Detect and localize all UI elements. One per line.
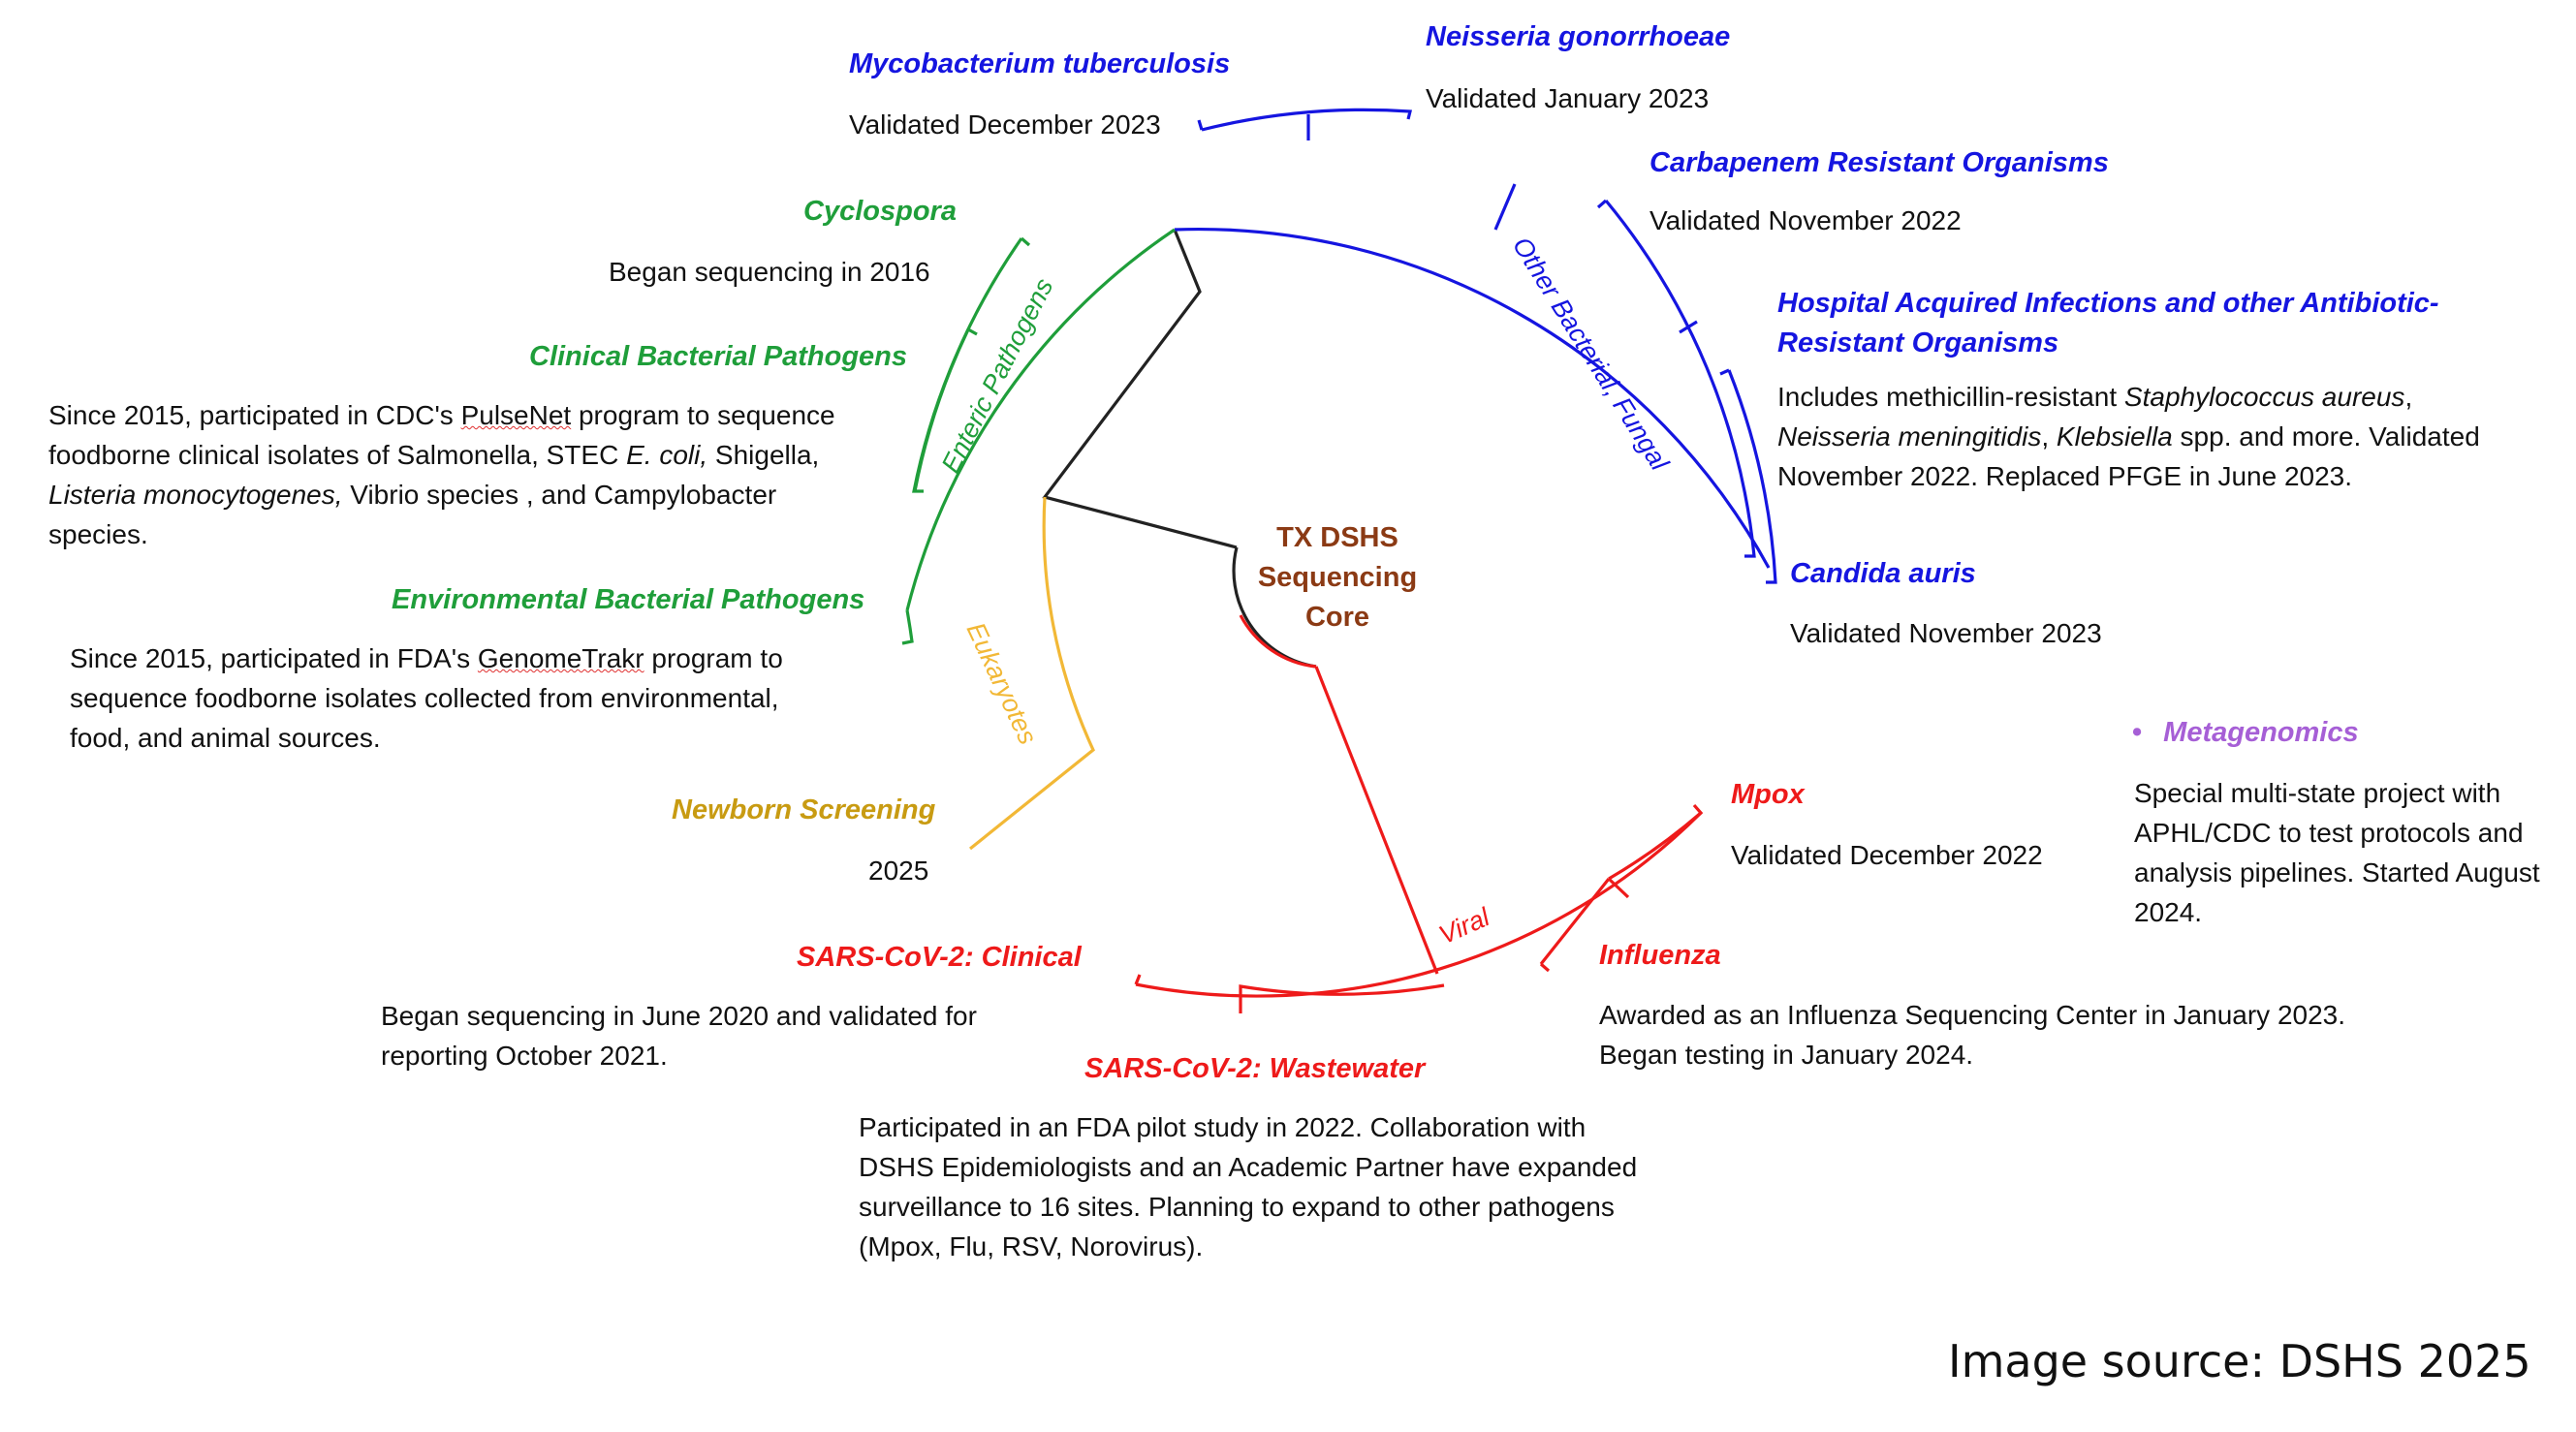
label-other-bacterial-fungal: Other Bacterial, Fungal — [1507, 232, 1675, 476]
label-eukaryotes: Eukaryotes — [961, 618, 1043, 749]
sars-clinical-title: SARS-CoV-2: Clinical — [797, 942, 1082, 973]
hai-desc: Includes methicillin-resistant Staphyloc… — [1777, 382, 2480, 491]
influenza-desc: Awarded as an Influenza Sequencing Cente… — [1599, 1000, 2346, 1070]
arc-hai — [1727, 369, 1777, 584]
arc-mtb-ng — [1201, 108, 1413, 132]
tick-cro — [1679, 320, 1698, 334]
leaf-cro — [1596, 199, 1608, 209]
leaf-cyclospora — [1020, 236, 1031, 247]
hai-title: Hospital Acquired Infections and other A… — [1777, 288, 2439, 358]
cyclospora-desc: Began sequencing in 2016 — [609, 257, 930, 287]
arc-eukaryotes — [968, 496, 1095, 851]
branch-trunk-left — [1042, 229, 1238, 549]
root-arc-viral — [1239, 614, 1317, 669]
ngon-desc: Validated January 2023 — [1426, 83, 1710, 113]
leaf-hai — [1719, 368, 1730, 376]
sars-ww-desc: Participated in an FDA pilot study in 20… — [859, 1112, 1638, 1261]
leaf-influenza — [1539, 962, 1551, 973]
cyclospora-title: Cyclospora — [803, 196, 957, 227]
leaf-clinical-bact — [967, 327, 978, 336]
label-enteric-pathogens: Enteric Pathogens — [936, 274, 1059, 478]
image-source-caption: Image source: DSHS 2025 — [1948, 1335, 2531, 1387]
mtb-desc: Validated December 2023 — [849, 109, 1161, 140]
newborn-title: Newborn Screening — [672, 794, 936, 825]
candida-desc: Validated November 2023 — [1790, 618, 2102, 648]
clinical-bact-desc: Since 2015, participated in CDC's PulseN… — [48, 400, 835, 549]
metagenomics-desc: Special multi-state project with APHL/CD… — [2134, 778, 2540, 927]
influenza-title: Influenza — [1599, 940, 1721, 971]
arc-clinical-bact — [913, 328, 970, 492]
sars-ww-title: SARS-CoV-2: Wastewater — [1084, 1053, 1426, 1084]
branch-trunk-viral — [1314, 666, 1439, 975]
clinical-bact-title: Clinical Bacterial Pathogens — [529, 341, 908, 372]
mpox-title: Mpox — [1731, 779, 1805, 810]
env-bact-title: Environmental Bacterial Pathogens — [392, 584, 865, 615]
tick-sars — [1239, 983, 1445, 1013]
sars-clinical-desc: Began sequencing in June 2020 and valida… — [381, 1001, 977, 1071]
ngon-title: Neisseria gonorrhoeae — [1426, 21, 1731, 52]
arc-enteric — [905, 228, 1176, 611]
metagenomics-bullet: • — [2132, 717, 2143, 748]
env-bact-desc: Since 2015, participated in FDA's Genome… — [70, 643, 783, 753]
cro-title: Carbapenem Resistant Organisms — [1649, 147, 2109, 178]
leaf-mtb — [1197, 119, 1204, 131]
arc-viral — [1135, 811, 1703, 998]
leaf-sars-clinical — [1134, 974, 1142, 985]
arc-cro-group — [1604, 199, 1756, 558]
cro-desc: Validated November 2022 — [1649, 205, 1962, 235]
label-viral: Viral — [1434, 902, 1494, 950]
arc-mpox-flu — [1539, 803, 1704, 965]
arc-env-bact — [901, 609, 914, 645]
newborn-desc: 2025 — [868, 856, 929, 886]
tick-viral-junction — [1607, 877, 1630, 899]
arc-bacterial-fungal — [1174, 227, 1771, 569]
core-label: TX DSHS Sequencing Core — [1257, 522, 1418, 633]
mtb-title: Mycobacterium tuberculosis — [849, 48, 1231, 79]
tick-bacterial-mtb-ng — [1493, 183, 1517, 231]
candida-title: Candida auris — [1790, 558, 1976, 589]
mpox-desc: Validated December 2022 — [1731, 840, 2043, 870]
metagenomics-title: •Metagenomics — [2132, 717, 2359, 748]
